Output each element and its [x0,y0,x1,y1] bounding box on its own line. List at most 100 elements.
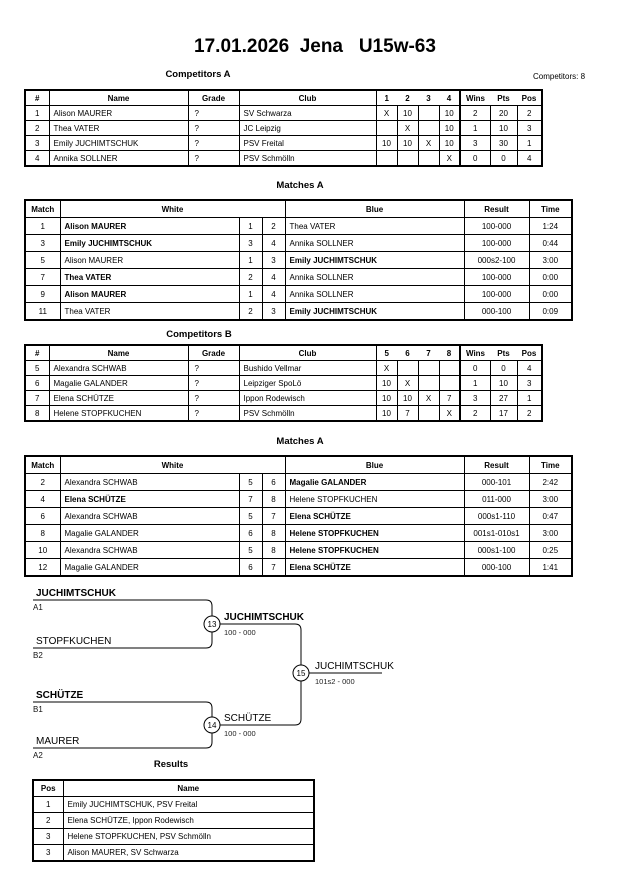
column-header: Pos [32,779,64,797]
cell: Thea VATER [59,302,240,321]
cell: 7 [238,490,263,508]
cell: 10 [396,135,419,151]
results-heading: Results [153,759,189,770]
cell: 12 [24,558,61,577]
cell: PSV Schmölln [238,150,377,167]
page-title: 17.01.2026 Jena U15w-63 [194,36,436,57]
final-bracket: JUCHIMTSCHUK A1 STOPFKUCHEN B2 SCHÜTZE B… [33,588,394,760]
competitors-count: Competitors: 8 [533,72,586,81]
cell: 11 [24,302,61,321]
column-header: 7 [418,344,439,361]
cell: Thea VATER [48,120,189,136]
column-header: # [24,344,50,361]
cell: 2 [459,105,491,121]
cell: 100-000 [463,285,530,303]
bracket-line-winner-14 [220,681,302,726]
cell: Helene STOPFKUCHEN [48,405,189,422]
cell: 8 [261,541,286,559]
cell: 10 [489,120,518,136]
cell: 30 [489,135,518,151]
cell: 3 [32,844,64,862]
cell: 3:00 [528,524,573,542]
cell: 5 [24,360,50,376]
cell: Leipziger SpoLö [238,375,377,391]
cell [417,120,440,136]
match-circle-15 [292,664,310,682]
cell: Elena SCHÜTZE [48,390,189,406]
column-header: 5 [376,344,397,361]
cell: 6 [24,507,61,525]
column-header: Match [24,199,61,218]
cell: 0:00 [528,285,573,303]
cell: 1 [32,796,64,813]
cell: 7 [396,405,419,422]
cell: 0:25 [528,541,573,559]
cell: 001s1-010s1 [463,524,530,542]
cell: 8 [261,524,286,542]
cell: 2 [516,105,543,121]
cell: Helene STOPFKUCHEN, PSV Schmölln [62,828,315,845]
bracket-winner-15: JUCHIMTSCHUK [315,661,394,672]
column-header: Result [463,455,530,474]
column-header: 2 [397,89,418,106]
cell: 1:24 [528,217,573,235]
cell: Annika SOLLNER [284,285,465,303]
cell: 000-100 [463,302,530,321]
cell: Thea VATER [284,217,465,235]
matches-b-heading: Matches A [276,436,324,447]
cell: 1 [238,217,263,235]
cell: ? [187,150,240,167]
cell: Emily JUCHIMTSCHUK [48,135,189,151]
cell: 10 [396,105,419,121]
match-number-13: 13 [208,620,217,629]
bracket-slot-seed: A1 [33,603,43,612]
bracket-score-15: 101s2 - 000 [315,677,355,686]
cell: 10 [375,375,398,391]
cell: ? [187,405,240,422]
bracket-slot-seed: B2 [33,651,43,660]
cell: 20 [489,105,518,121]
cell: 5 [24,251,61,269]
column-header: Pos [517,89,543,106]
cell: Alison MAURER [59,285,240,303]
cell: 1:41 [528,558,573,577]
cell: 3 [459,135,491,151]
cell: 3 [24,234,61,252]
column-header: White [59,199,286,218]
cell: Magalie GALANDER [284,473,465,491]
bracket-score-13: 100 - 000 [224,628,256,637]
cell: 3 [32,828,64,845]
cell: Magalie GALANDER [48,375,189,391]
cell: 4 [24,150,50,167]
match-number-14: 14 [208,721,217,730]
cell: 7 [24,268,61,286]
cell: 1 [516,135,543,151]
cell: 4 [261,234,286,252]
cell: 2 [459,405,491,422]
cell: 0:44 [528,234,573,252]
bracket-slot-name: MAURER [36,736,79,747]
cell: Alexandra SCHWAB [59,473,240,491]
cell: X [396,120,419,136]
cell: 000s2-100 [463,251,530,269]
cell: Elena SCHÜTZE [59,490,240,508]
cell: 0 [459,360,491,376]
column-header: # [24,89,50,106]
cell: 0:09 [528,302,573,321]
cell: 3 [459,390,491,406]
match-number-15: 15 [297,669,306,678]
cell: ? [187,360,240,376]
column-header: Grade [187,344,240,361]
cell: 8 [261,490,286,508]
cell: 2:42 [528,473,573,491]
column-header: Club [238,89,377,106]
